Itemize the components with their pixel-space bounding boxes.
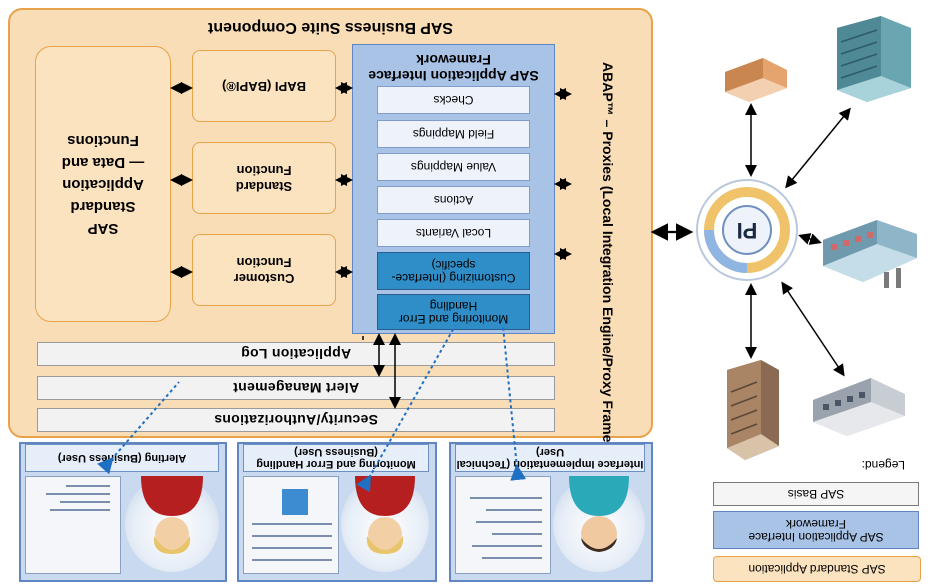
pi-hub: PI [695, 178, 799, 282]
building-factory-icon [819, 220, 921, 288]
screen-panel-implementation: Interface Implementation (Technical User… [449, 442, 653, 582]
business-user-avatar-alerting [125, 476, 219, 572]
building-office-icon [835, 16, 915, 102]
building-plant-icon [811, 378, 907, 436]
technical-user-avatar [553, 476, 645, 572]
building-warehouse-icon [723, 58, 789, 104]
screen-panel-alerting: Alerting (Business User) [19, 442, 227, 582]
building-tower-icon [723, 360, 785, 460]
